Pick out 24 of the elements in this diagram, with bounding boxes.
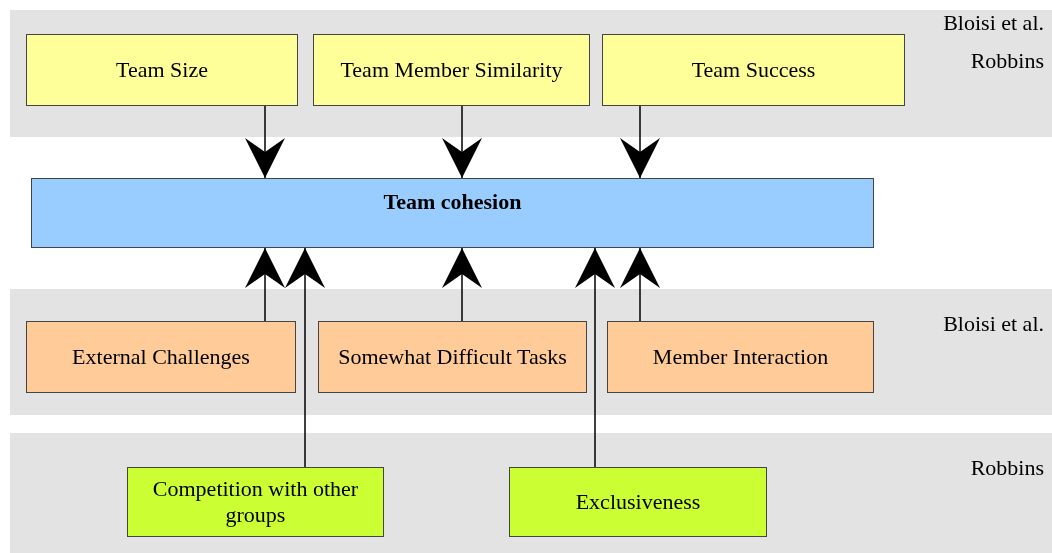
factor-box: Team Member Similarity [313, 34, 590, 106]
source-label: Bloisi et al. [943, 10, 1044, 37]
arrow [245, 247, 285, 322]
arrow [245, 105, 285, 179]
band [10, 433, 1052, 553]
arrow [575, 247, 615, 468]
arrow [442, 247, 482, 322]
factor-box: Team Success [602, 34, 905, 106]
factor-box: Member Interaction [607, 321, 874, 393]
central-box: Team cohesion [31, 178, 874, 248]
source-label: Robbins [970, 48, 1044, 75]
band [10, 10, 1052, 137]
factor-box: External Challenges [26, 321, 296, 393]
factor-box: Exclusiveness [509, 467, 767, 537]
factor-box: Competition with other groups [127, 467, 384, 537]
arrow [442, 105, 482, 179]
factor-box: Team Size [26, 34, 298, 106]
arrow [620, 105, 660, 179]
arrow [285, 247, 325, 468]
factor-box: Somewhat Difficult Tasks [318, 321, 587, 393]
band [10, 289, 1052, 415]
arrow [620, 247, 660, 322]
source-label: Robbins [970, 455, 1044, 482]
source-label: Bloisi et al. [943, 311, 1044, 338]
